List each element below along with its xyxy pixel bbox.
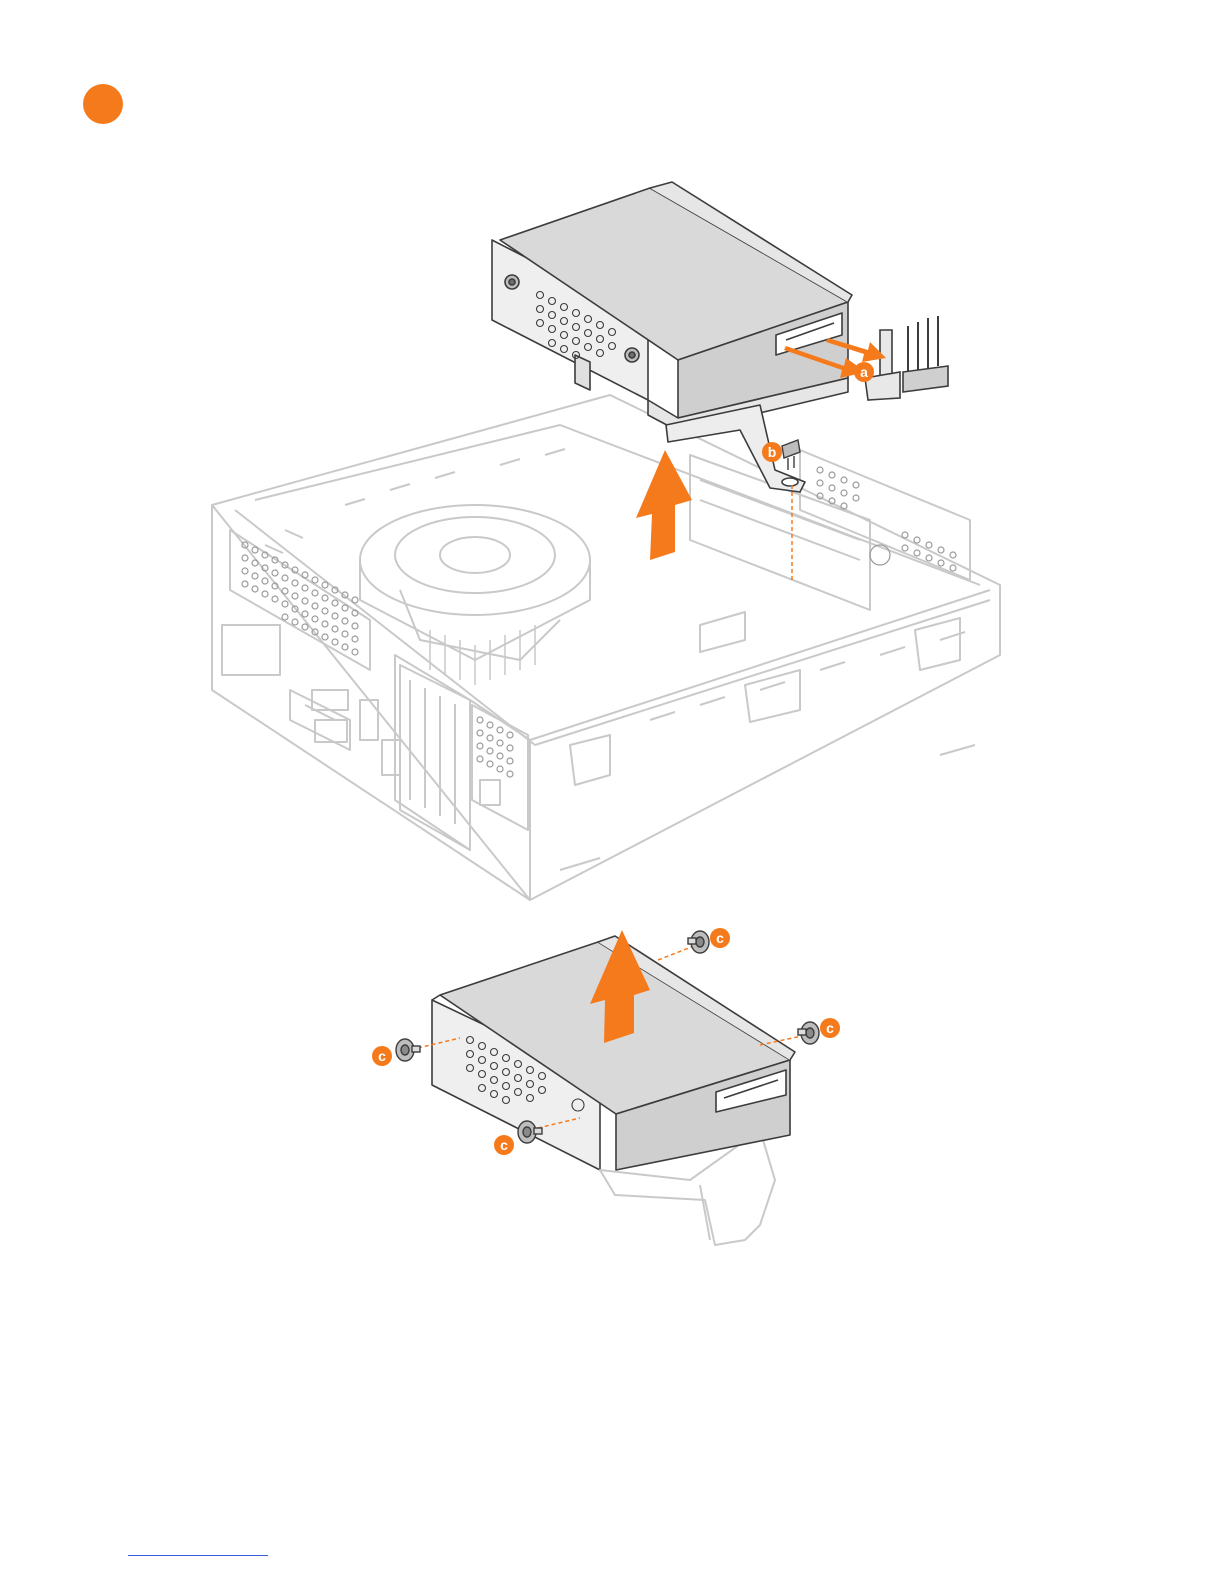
callout-c-left: c xyxy=(372,1046,392,1066)
callout-c-bottom: c xyxy=(494,1135,514,1155)
screw-c-right xyxy=(798,1022,819,1044)
callout-a: a xyxy=(854,362,874,382)
svg-text:c: c xyxy=(500,1137,508,1153)
svg-text:c: c xyxy=(716,930,724,946)
callout-c-top: c xyxy=(710,928,730,948)
screw-c-left xyxy=(396,1039,420,1061)
screw-b xyxy=(782,440,800,470)
footer-link-underline[interactable] xyxy=(128,1555,268,1556)
callout-c-right: c xyxy=(820,1018,840,1038)
svg-text:c: c xyxy=(378,1048,386,1064)
svg-text:b: b xyxy=(768,444,777,460)
callout-b: b xyxy=(762,442,782,462)
chassis xyxy=(212,395,1000,900)
svg-text:c: c xyxy=(826,1020,834,1036)
lift-arrow-top xyxy=(636,450,692,560)
svg-text:a: a xyxy=(860,364,868,380)
screw-c-top xyxy=(688,931,709,953)
